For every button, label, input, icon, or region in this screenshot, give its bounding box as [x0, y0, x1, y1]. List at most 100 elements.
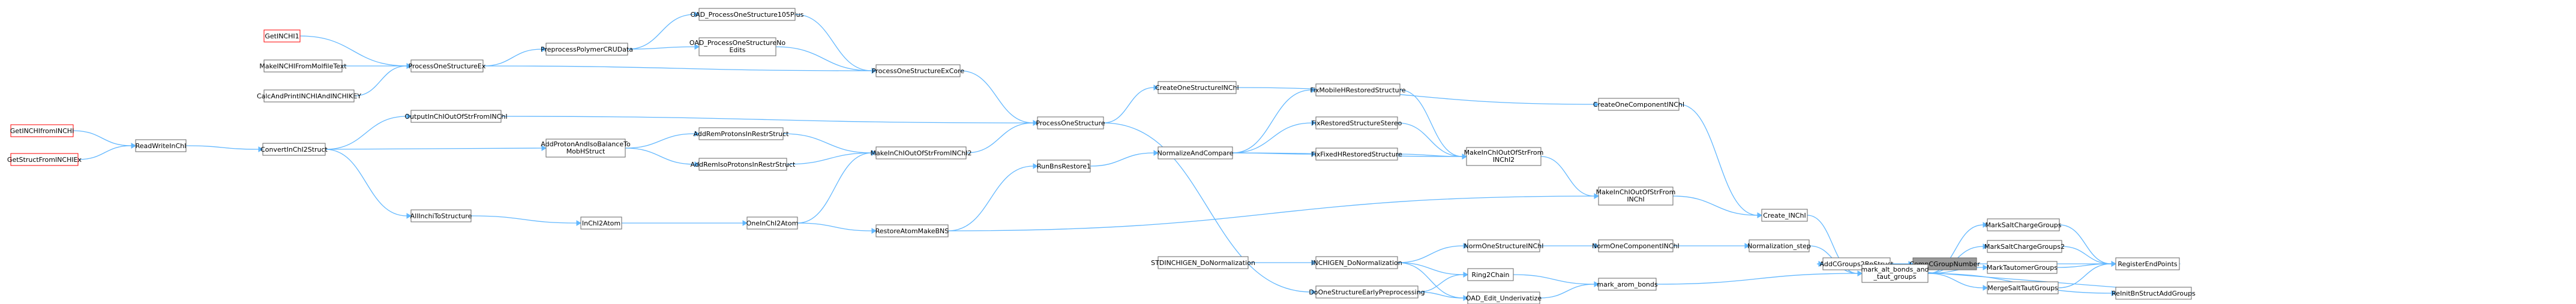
node-label: ConvertInChI2Struct: [260, 146, 328, 153]
edge-path: [77, 145, 132, 160]
node-re-init-bn-struct-add-groups[interactable]: ReInitBnStructAddGroups: [2112, 287, 2196, 300]
node-norm-one-structure-inch-i[interactable]: NormOneStructureINChI: [1464, 239, 1544, 252]
node-box: [135, 139, 187, 152]
node-register-end-points[interactable]: RegisterEndPoints: [2115, 257, 2180, 270]
node-label: MakeInChIOutOfStrFrom: [1464, 149, 1544, 156]
node-oad-process-one-structure105-plus[interactable]: OAD_ProcessOneStructure105Plus: [691, 8, 804, 21]
node-box: [545, 139, 626, 158]
edge-arrowhead: [871, 150, 877, 156]
node-norm-one-component-inch-i[interactable]: NormOneComponentINChI: [1592, 239, 1680, 252]
node-get-inchi1[interactable]: GetINCHI1: [263, 29, 301, 43]
edge-path: [1807, 215, 1858, 274]
edge-arrowhead: [406, 113, 412, 119]
call-edge: [1540, 243, 1600, 249]
edge-path: [1539, 284, 1595, 299]
node-process-one-structure-ex-core[interactable]: ProcessOneStructureExCore: [872, 64, 964, 77]
edge-arrowhead: [1463, 295, 1469, 301]
edge-arrowhead: [1033, 120, 1039, 126]
node-make-inchifrom-molfile-text[interactable]: MakeINCHIFromMolfileText: [259, 59, 347, 73]
node-fix-mobile-hrestored-structure[interactable]: FixMobileHRestoredStructure: [1310, 83, 1406, 97]
edge-path: [625, 148, 695, 165]
node-merge-salt-taut-groups[interactable]: MergeSaltTautGroups: [1987, 281, 2059, 294]
node-label: Ring2Chain: [1471, 271, 1509, 279]
call-edge: [1232, 120, 1317, 153]
edge-path: [470, 215, 577, 224]
edge-arrowhead: [1463, 243, 1469, 249]
node-create-one-component-inch-i[interactable]: CreateOneComponentINChI: [1593, 98, 1684, 111]
edge-path: [782, 133, 872, 153]
node-convert-in-ch-i2-struct[interactable]: ConvertInChI2Struct: [260, 143, 328, 156]
node-read-write-in-ch-i[interactable]: ReadWriteInChI: [135, 139, 187, 152]
node-add-rem-iso-protons-in-restr-struct[interactable]: AddRemIsoProtonsInRestrStruct: [691, 158, 796, 171]
edge-path: [1397, 245, 1464, 263]
node-box: [2115, 257, 2180, 270]
node-all-inchi-to-structure[interactable]: AllInchiToStructure: [410, 209, 472, 222]
node-box: [263, 59, 343, 73]
node-box: [410, 209, 472, 222]
node-run-bns-restore1[interactable]: RunBnsRestore1: [1037, 159, 1091, 173]
node-label: AddProtonAndIsoBalanceTo: [541, 140, 631, 148]
node-preprocess-polymer-crudata[interactable]: PreprocessPolymerCRUData: [541, 43, 633, 56]
node-normalization-step[interactable]: Normalization_step: [1747, 239, 1811, 252]
node-inchigen-do-normalization[interactable]: INCHIGEN_DoNormalization: [1311, 256, 1402, 269]
node-make-in-ch-iout-of-str-from-inch-i[interactable]: MakeInChIOutOfStrFromINChI: [1596, 186, 1676, 206]
edge-arrowhead: [406, 63, 412, 69]
node-box: [875, 146, 967, 159]
node-create-one-structure-inch-i[interactable]: CreateOneStructureINChI: [1155, 81, 1239, 94]
edge-arrowhead: [871, 228, 877, 234]
node-label: GetStructFromINCHIEx: [7, 156, 82, 164]
node-box: [875, 64, 961, 77]
node-box: [698, 8, 796, 21]
node-box: [1467, 239, 1540, 252]
call-edge: [959, 70, 1039, 126]
node-mark-salt-charge-groups2[interactable]: MarkSaltChargeGroups2: [1984, 240, 2065, 253]
node-fix-restored-structure-stereo[interactable]: FixRestoredStructureStereo: [1312, 116, 1402, 130]
node-normalize-and-compare[interactable]: NormalizeAndCompare: [1157, 146, 1234, 159]
node-create-inch-i[interactable]: Create_INChI: [1761, 209, 1808, 222]
node-calc-and-print-inchiand-inchikey[interactable]: CalcAndPrintINCHIAndINCHIKEY: [257, 89, 361, 103]
node-make-in-ch-iout-of-str-from-inch-i2b[interactable]: MakeInChIOutOfStrFromINChI2: [870, 146, 972, 159]
edge-arrowhead: [694, 44, 700, 50]
node-box: [1037, 116, 1104, 130]
call-edge: [73, 130, 137, 149]
node-output-in-ch-iout-of-str-from-inch-i[interactable]: OutputInChIOutOfStrFromINChI: [404, 110, 508, 123]
edge-arrowhead: [1744, 243, 1750, 249]
edges-layer: [73, 11, 2193, 301]
node-do-one-structure-early-preprocessing[interactable]: DoOneStructureEarlyPreprocessing: [1309, 285, 1425, 299]
node-mark-salt-charge-groups[interactable]: MarkSaltChargeGroups: [1986, 218, 2062, 231]
node-get-inchifrom-inchi[interactable]: GetINCHIfromINCHI: [10, 124, 74, 137]
edge-path: [482, 65, 872, 71]
call-edge: [947, 193, 1600, 231]
node-stdinchigen-do-normalization[interactable]: STDINCHIGEN_DoNormalization: [1151, 256, 1255, 269]
call-edge: [1417, 291, 1469, 301]
call-edge: [1103, 122, 1317, 295]
node-box: [1157, 256, 1249, 269]
node-add-rem-protons-in-restr-struct[interactable]: AddRemProtonsInRestrStruct: [694, 127, 790, 140]
node-make-in-ch-iout-of-str-from-inch-i2[interactable]: MakeInChIOutOfStrFromINChI2: [1464, 147, 1544, 166]
node-label: RestoreAtomMakeBNS: [875, 227, 949, 235]
node-process-one-structure-ex[interactable]: ProcessOneStructureEx: [409, 59, 486, 73]
node-box: [1467, 268, 1514, 281]
node-get-struct-from-inchiex[interactable]: GetStructFromINCHIEx: [7, 153, 82, 166]
edge-arrowhead: [406, 213, 412, 219]
node-fix-fixed-hrestored-structure[interactable]: FixFixedHRestoredStructure: [1311, 148, 1402, 161]
node-box: [1157, 81, 1237, 94]
node-in-ch-i2-atom[interactable]: InChI2Atom: [580, 216, 622, 230]
call-edge: [1927, 273, 1989, 291]
node-one-in-ch-i2-atom[interactable]: OneInChI2Atom: [746, 216, 799, 230]
node-mark-tautomer-groups[interactable]: MarkTautomerGroups: [1987, 261, 2058, 274]
node-label: AddRemProtonsInRestrStruct: [694, 130, 790, 138]
node-box: [1315, 148, 1398, 161]
node-label: DoOneStructureEarlyPreprocessing: [1309, 288, 1425, 296]
call-edge: [1540, 156, 1600, 199]
node-oad-edit-underivatize[interactable]: OAD_Edit_Underivatize: [1466, 291, 1542, 304]
node-ring2-chain[interactable]: Ring2Chain: [1467, 268, 1514, 281]
node-box: [1315, 256, 1398, 269]
node-process-one-structure[interactable]: ProcessOneStructure: [1036, 116, 1105, 130]
node-restore-atom-make-bns[interactable]: RestoreAtomMakeBNS: [875, 224, 949, 237]
node-box: [1037, 159, 1091, 173]
node-mark-alt-bonds[interactable]: mark_alt_bonds_and_taut_groups: [1861, 264, 1929, 283]
node-mark-arom-bonds[interactable]: mark_arom_bonds: [1597, 278, 1658, 291]
